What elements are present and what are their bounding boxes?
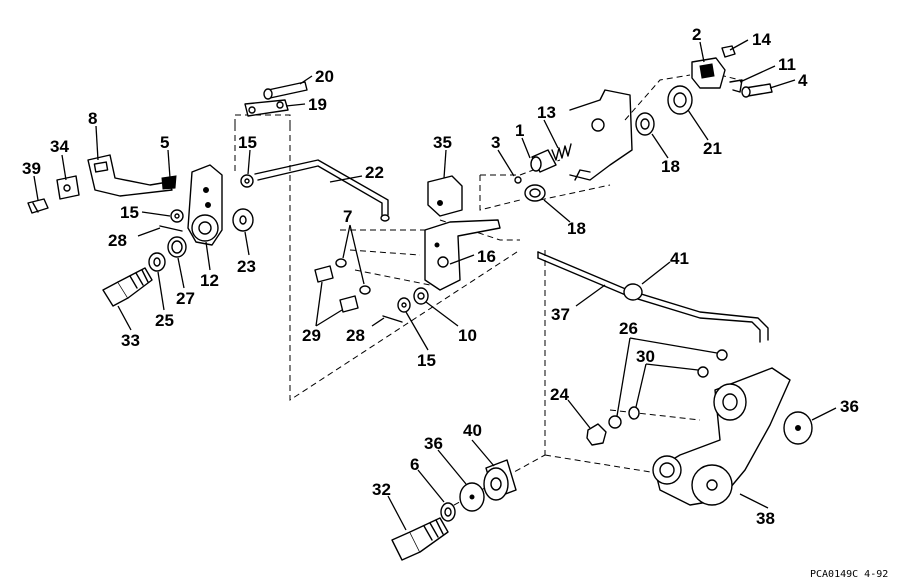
part-37-rod	[537, 251, 769, 343]
callout-7: 7	[343, 207, 352, 226]
callout-38: 38	[756, 509, 775, 528]
engine-block-fragment	[569, 89, 633, 181]
leader-lines	[33, 39, 837, 531]
callout-2: 2	[692, 25, 701, 44]
part-29-screws	[314, 265, 359, 313]
part-35-bracket	[427, 175, 463, 217]
callout-36-right: 36	[840, 397, 859, 416]
callout-23: 23	[237, 257, 256, 276]
callout-29: 29	[302, 326, 321, 345]
part-12-throttle-arm	[187, 164, 223, 246]
part-18-bushing-upper	[635, 112, 655, 136]
part-34-nut-plate	[56, 175, 80, 200]
part-8-bracket	[87, 154, 173, 197]
part-7-screws	[335, 258, 371, 295]
part-36-washer-left	[459, 482, 485, 512]
callout-33: 33	[121, 331, 140, 350]
callout-27: 27	[176, 289, 195, 308]
callout-26: 26	[619, 319, 638, 338]
callout-20: 20	[315, 67, 334, 86]
callout-labels: 2 14 11 4 20 19 21 8 13 1 5 34 15 35 3 1…	[22, 25, 859, 528]
callout-18-upper: 18	[661, 157, 680, 176]
part-6-washer	[440, 502, 456, 522]
part-21-bushing	[667, 85, 693, 115]
callout-24: 24	[550, 385, 569, 404]
part-13-spring	[551, 143, 572, 161]
callout-32: 32	[372, 480, 391, 499]
callout-25: 25	[155, 311, 174, 330]
callout-6: 6	[410, 455, 419, 474]
part-20-screw	[263, 81, 308, 100]
callout-35: 35	[433, 133, 452, 152]
part-1-spacer	[530, 149, 557, 173]
callout-36-left: 36	[424, 434, 443, 453]
part-23-washer	[232, 208, 254, 232]
part-25-washer	[148, 252, 166, 272]
part-22-throttle-rod	[254, 159, 390, 222]
callout-12: 12	[200, 271, 219, 290]
part-19-link	[244, 99, 289, 117]
part-26-washer-lower	[608, 415, 622, 429]
assembly-dashed-lines	[234, 74, 741, 511]
callout-41: 41	[670, 249, 689, 268]
callout-28-lower: 28	[346, 326, 365, 345]
part-28-pin-left	[159, 225, 183, 232]
callout-40: 40	[463, 421, 482, 440]
part-39-screw	[27, 198, 49, 214]
callout-3: 3	[491, 133, 500, 152]
callout-19: 19	[308, 95, 327, 114]
part-27-washer	[167, 236, 187, 258]
callout-39: 39	[22, 159, 41, 178]
callout-14: 14	[752, 30, 771, 49]
callout-16: 16	[477, 247, 496, 266]
part-32-bolt	[391, 517, 449, 561]
part-4-screw	[741, 83, 773, 98]
part-5-clip	[161, 175, 177, 190]
callout-10: 10	[458, 326, 477, 345]
part-28-pin-lower	[382, 315, 403, 323]
callout-5: 5	[160, 133, 169, 152]
part-15-washer-left	[170, 209, 184, 223]
part-36-washer-right	[783, 411, 813, 445]
part-30-washer-upper	[697, 366, 709, 378]
part-30-washer-lower	[628, 406, 640, 420]
part-18-bushing-lower	[524, 184, 546, 202]
part-40-bushing	[483, 459, 517, 501]
callout-15-upper: 15	[238, 133, 257, 152]
callout-34: 34	[50, 137, 69, 156]
callout-22: 22	[365, 163, 384, 182]
drawing-code: PCA0149C 4-92	[810, 569, 888, 580]
part-2-bracket	[691, 57, 726, 89]
callout-15-lower: 15	[417, 351, 436, 370]
callout-15-left: 15	[120, 203, 139, 222]
callout-8: 8	[88, 109, 97, 128]
part-24-nut	[586, 423, 607, 446]
part-33-bolt	[102, 267, 153, 307]
part-10-washer	[413, 287, 429, 305]
callout-13: 13	[537, 103, 556, 122]
callout-30: 30	[636, 347, 655, 366]
callout-28-left: 28	[108, 231, 127, 250]
callout-18-lower: 18	[567, 219, 586, 238]
callout-1: 1	[515, 121, 524, 140]
part-38-link-arm	[652, 367, 791, 506]
callout-37: 37	[551, 305, 570, 324]
part-16-lever	[424, 219, 501, 291]
part-15-washer-upper	[240, 174, 254, 188]
part-3-ball	[514, 176, 522, 184]
callout-11: 11	[778, 55, 796, 74]
callout-21: 21	[703, 139, 722, 158]
part-11-clip	[729, 79, 743, 93]
callout-4: 4	[798, 71, 808, 90]
part-41-ball-joint	[623, 283, 643, 301]
part-15-washer-lower	[397, 297, 411, 313]
part-26-washer-upper	[716, 349, 728, 361]
